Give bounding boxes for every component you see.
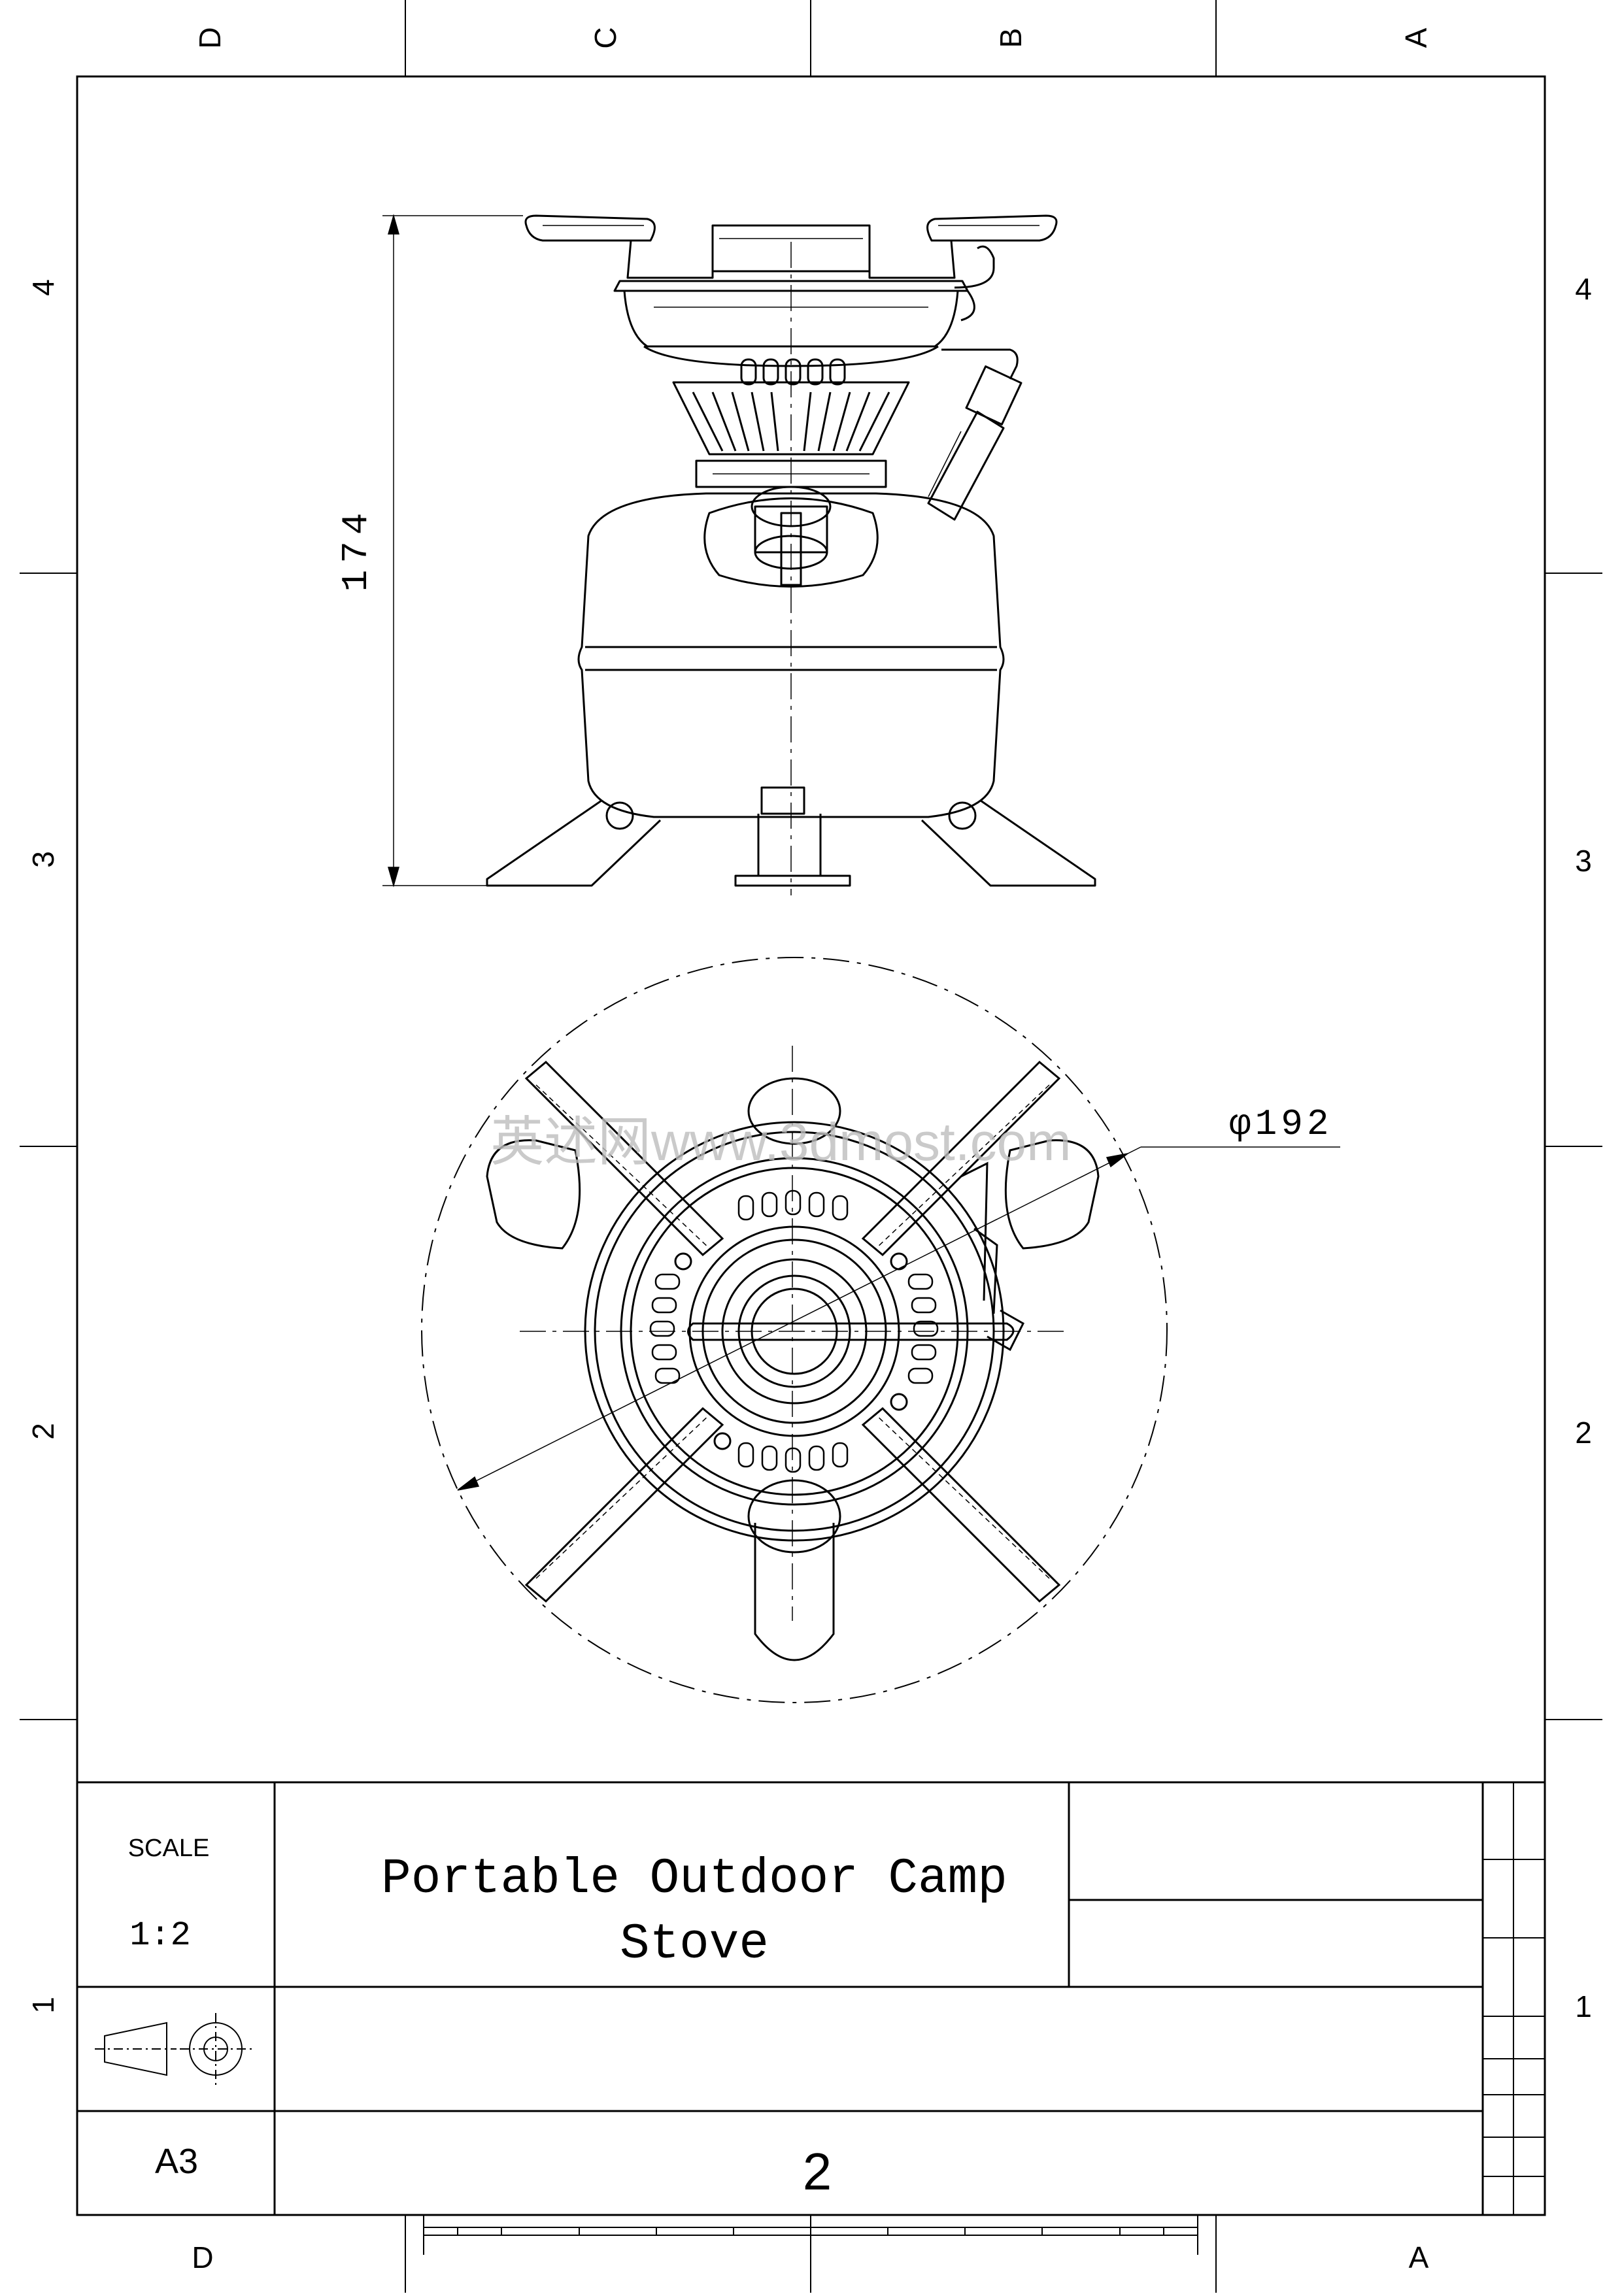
sheet-size: A3 xyxy=(155,2142,198,2181)
burner-fins xyxy=(672,381,910,456)
height-dimension-label: 174 xyxy=(335,507,377,592)
top-view xyxy=(421,957,1168,1703)
zone-right-4: 4 xyxy=(1575,272,1592,306)
scale-ruler xyxy=(423,2215,1198,2255)
sheet-number: 2 xyxy=(803,2142,832,2201)
fuel-tube xyxy=(927,245,1022,521)
zone-left-2: 2 xyxy=(26,1423,60,1440)
height-dimension xyxy=(382,214,523,888)
zone-top-b: B xyxy=(994,28,1028,48)
zone-bottom-d: D xyxy=(192,2240,213,2274)
diameter-dimension xyxy=(457,1146,1340,1491)
zone-top-d: D xyxy=(193,27,227,48)
drawing-title-line2: Stove xyxy=(620,1916,769,1972)
pot-support-arms xyxy=(524,214,1058,279)
burner-holes xyxy=(649,1190,939,1473)
zone-left-1: 1 xyxy=(26,1997,60,2014)
envelope-circle xyxy=(421,957,1168,1703)
zone-right-2: 2 xyxy=(1575,1416,1592,1450)
watermark: 英述网www.3dmost.com xyxy=(490,1112,1072,1172)
tank-collar xyxy=(695,459,887,488)
zone-top-c: C xyxy=(588,27,622,48)
front-view xyxy=(486,214,1096,895)
zone-bottom-a: A xyxy=(1409,2240,1429,2274)
zone-labels: D C B A D A 4 3 2 1 4 3 2 1 xyxy=(26,27,1592,2274)
scale-value: 1:2 xyxy=(129,1916,191,1955)
title-block xyxy=(77,1781,1545,2215)
burner-rings xyxy=(584,1121,1005,1542)
zone-left-3: 3 xyxy=(26,851,60,868)
fuel-tank xyxy=(577,486,1005,818)
leg-feet xyxy=(486,1077,1100,1661)
zone-top-a: A xyxy=(1399,27,1433,48)
diameter-dimension-label: φ192 xyxy=(1229,1103,1332,1145)
zone-right-1: 1 xyxy=(1575,1989,1592,2023)
drawing-title-line1: Portable Outdoor Camp xyxy=(381,1851,1007,1907)
zone-right-3: 3 xyxy=(1575,844,1592,878)
stove-legs xyxy=(486,786,1096,887)
scale-label: SCALE xyxy=(128,1835,210,1862)
top-view-fuel-tube xyxy=(687,1161,1024,1352)
zone-left-4: 4 xyxy=(26,279,60,296)
projection-symbol-icon xyxy=(95,2013,252,2085)
